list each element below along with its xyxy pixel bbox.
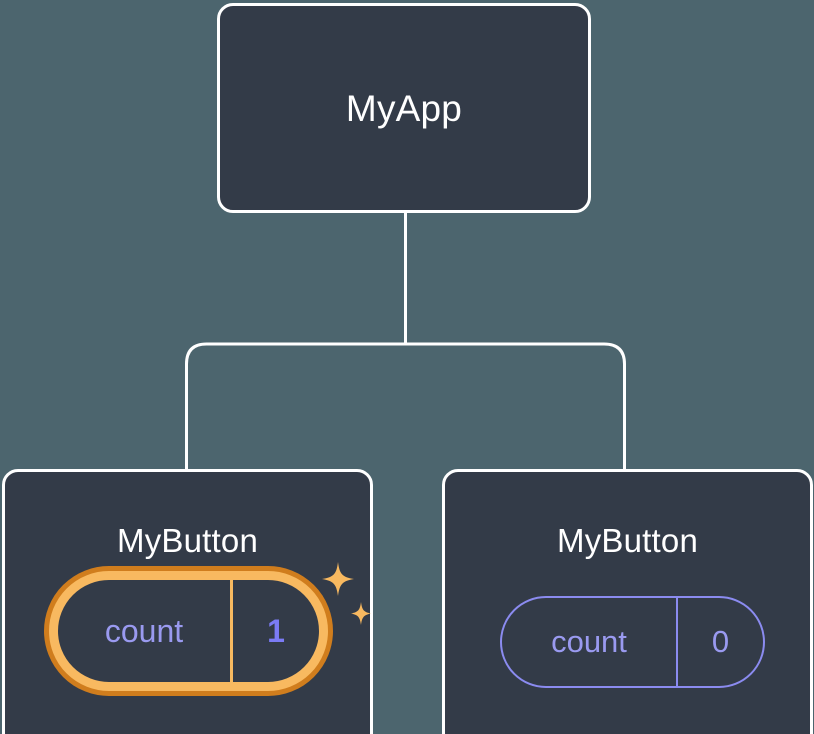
state-key-label: count: [58, 580, 233, 682]
node-myapp[interactable]: MyApp: [217, 3, 591, 213]
node-mybutton-right-label: MyButton: [557, 522, 698, 559]
node-myapp-label: MyApp: [345, 88, 463, 129]
sparkle-icon: [322, 562, 371, 625]
pill-content: count 1: [58, 580, 319, 682]
state-value-label: 0: [711, 624, 730, 659]
state-value-label: 1: [267, 612, 285, 649]
node-mybutton-left-label: MyButton: [117, 522, 258, 559]
connector-branch: [185, 342, 626, 470]
state-pill-count[interactable]: count 0: [500, 596, 765, 688]
node-mybutton-right[interactable]: MyButton count 0: [442, 469, 813, 734]
sparkle-small-icon: [351, 602, 371, 625]
pill-glow-inner-ring: [49, 571, 328, 691]
state-key-label: count: [502, 598, 678, 686]
state-pill-count-highlighted[interactable]: count 1: [44, 566, 333, 696]
sparkle-large-icon: [322, 562, 354, 596]
